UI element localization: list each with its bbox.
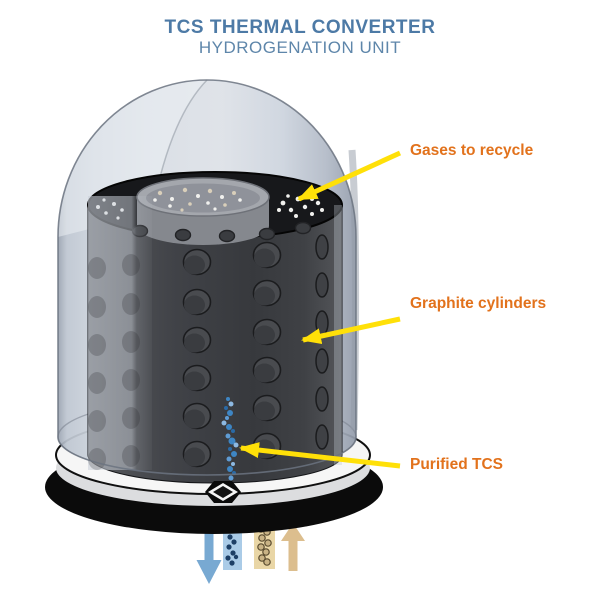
label-graphite-cylinders: Graphite cylinders	[410, 295, 547, 312]
arrow-down-icon	[196, 527, 222, 584]
page-title: TCS THERMAL CONVERTER HYDROGENATION UNIT	[0, 17, 600, 57]
tcs-stream	[221, 397, 239, 490]
outlet-fitting	[205, 481, 241, 503]
label-gases-to-recycle: Gases to recycle	[410, 142, 534, 159]
flow-columns	[196, 522, 305, 584]
label-purified-tcs: Purified TCS	[410, 456, 504, 473]
title-line2: HYDROGENATION UNIT	[198, 38, 402, 58]
inner-cylinder	[136, 177, 270, 245]
arrow-up-icon	[281, 523, 305, 571]
dome-reflections	[57, 79, 360, 476]
tcs-molecules	[225, 534, 239, 566]
callout-arrow-graphite	[301, 316, 401, 345]
callout-arrows	[239, 150, 402, 469]
callout-arrow-purified	[239, 442, 401, 469]
title-line1: TCS THERMAL CONVERTER	[164, 17, 436, 38]
callout-arrow-gases	[297, 150, 402, 202]
